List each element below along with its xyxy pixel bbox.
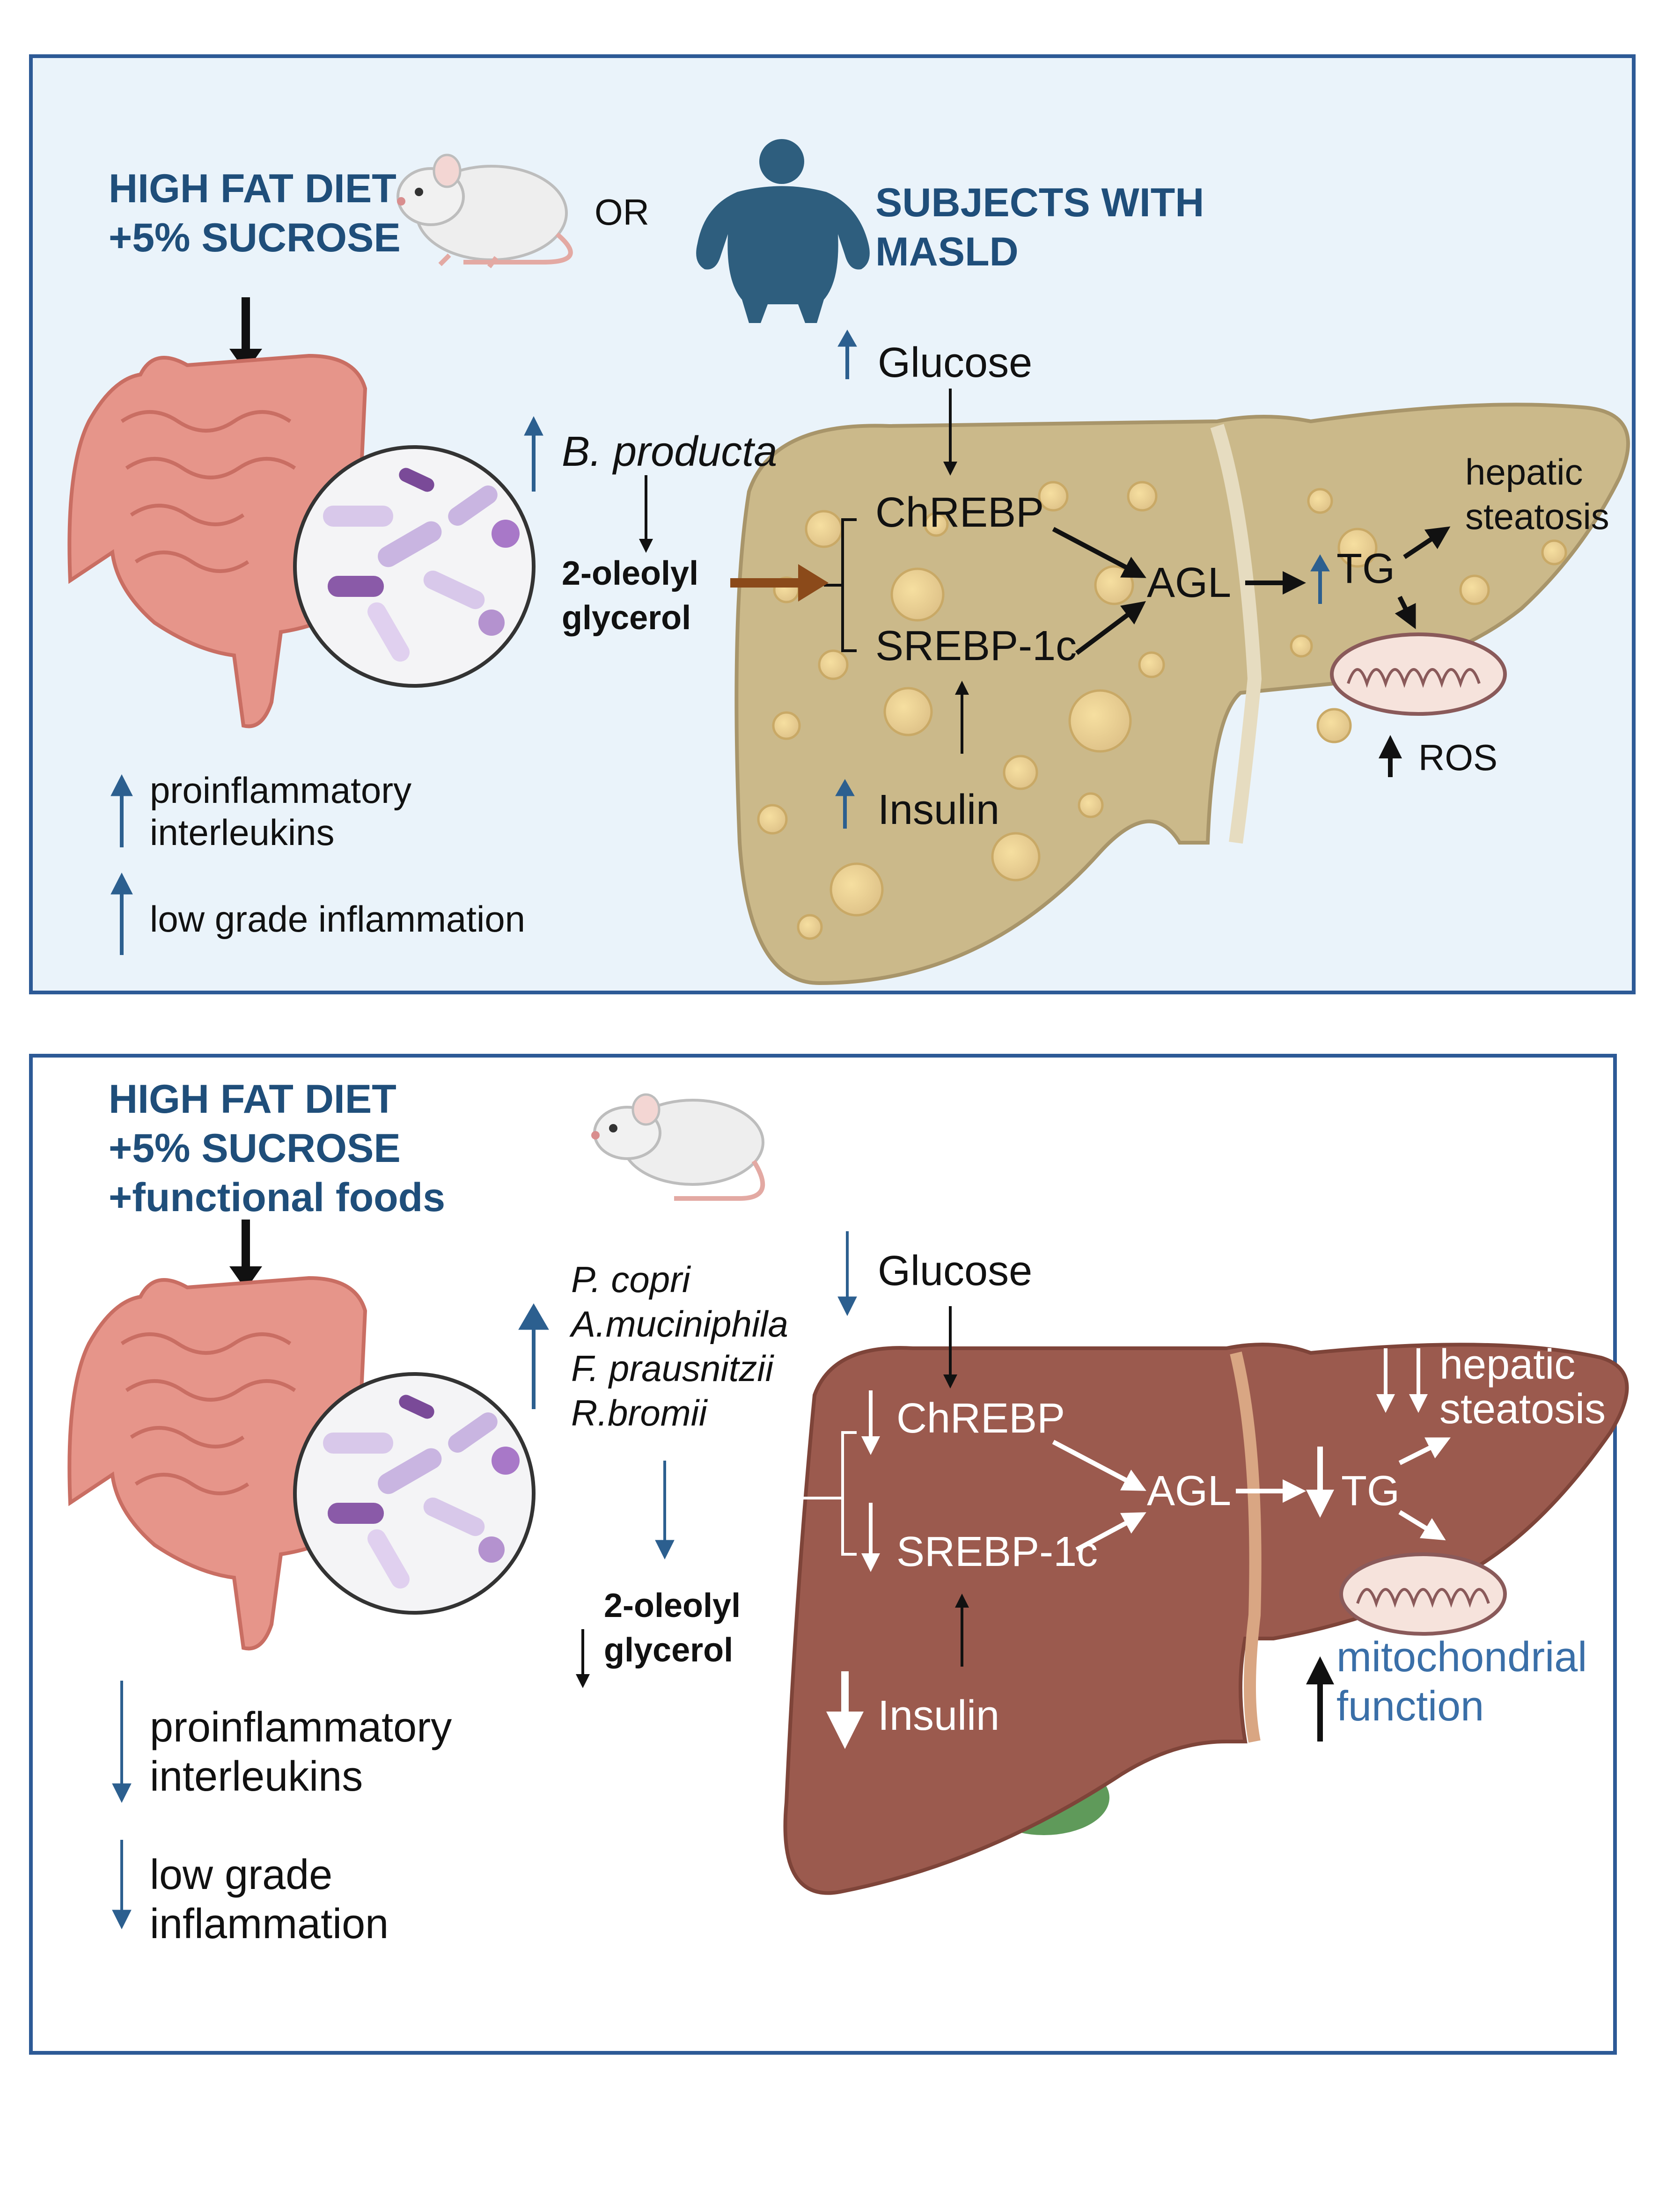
top-glucose-label: Glucose — [878, 339, 1033, 386]
healthy-liver — [783, 1343, 1629, 1895]
top-diet-title-line1: HIGH FAT DIET — [109, 166, 396, 211]
bottom-bacteria-1: P. copri — [571, 1259, 690, 1300]
bottom-bacteria-2: A.muciniphila — [571, 1303, 788, 1345]
bottom-diet-title-line3: +functional foods — [109, 1175, 446, 1220]
bottom-pathway-arrows — [576, 1306, 1451, 1749]
top-agl-label: AGL — [1147, 559, 1232, 606]
mitochondrion-bottom — [1339, 1552, 1507, 1636]
bottom-diet-title-line1: HIGH FAT DIET — [109, 1077, 396, 1122]
bottom-srebp-label: SREBP-1c — [896, 1529, 1098, 1575]
top-ros-label: ROS — [1418, 737, 1498, 778]
rat-illustration-bottom — [591, 1093, 765, 1201]
microbiota-zoom — [293, 445, 536, 688]
top-insulin-label: Insulin — [878, 786, 1000, 833]
top-hepatic-line2: steatosis — [1465, 496, 1609, 537]
person-icon — [696, 139, 870, 323]
top-oleoyl-line1: 2-oleolyl — [562, 555, 699, 592]
subjects-title-line2: MASLD — [875, 229, 1019, 274]
top-up-arrows — [110, 329, 1330, 955]
bottom-proinflammatory-line1: proinflammatory — [150, 1704, 452, 1751]
rat-illustration — [396, 154, 573, 268]
top-bacteria-label: B. producta — [562, 428, 778, 475]
bottom-chrebp-label: ChREBP — [896, 1395, 1065, 1442]
microbiota-zoom-bottom — [293, 1372, 536, 1615]
bottom-diet-title-line2: +5% SUCROSE — [109, 1126, 401, 1171]
top-oleoyl-line2: glycerol — [562, 599, 691, 637]
top-srebp-label: SREBP-1c — [875, 623, 1077, 669]
bottom-oleoyl-line1: 2-oleolyl — [604, 1587, 741, 1624]
mitochondrion-top — [1330, 632, 1507, 716]
top-diet-title-line2: +5% SUCROSE — [109, 215, 401, 260]
bottom-glucose-label: Glucose — [878, 1248, 1033, 1294]
bottom-bacteria-4: R.bromii — [571, 1392, 707, 1433]
top-chrebp-label: ChREBP — [875, 489, 1044, 536]
intestine-illustration — [67, 353, 367, 728]
or-label: OR — [595, 191, 649, 233]
bottom-tg-label: TG — [1341, 1468, 1400, 1514]
top-proinflammatory-line1: proinflammatory — [150, 770, 412, 811]
brown-arrow — [730, 564, 829, 602]
bottom-mito-line2: function — [1336, 1683, 1484, 1730]
top-pathway-arrows — [639, 389, 1451, 777]
top-proinflammatory-line2: interleukins — [150, 812, 335, 853]
bottom-oleoyl-line2: glycerol — [604, 1631, 734, 1669]
bottom-hepatic-line2: steatosis — [1439, 1386, 1606, 1433]
bottom-insulin-label: Insulin — [878, 1692, 1000, 1739]
diet-down-arrow-bottom — [229, 1220, 262, 1290]
bottom-bacteria-3: F. prausnitzii — [571, 1348, 774, 1389]
bottom-down-arrows — [112, 1231, 857, 1930]
bottom-agl-label: AGL — [1147, 1468, 1232, 1514]
top-tg-label: TG — [1336, 545, 1395, 592]
intestine-illustration-bottom — [67, 1276, 367, 1651]
top-hepatic-line1: hepatic — [1465, 451, 1583, 492]
bottom-mito-line1: mitochondrial — [1336, 1634, 1587, 1681]
bottom-low-grade-line1: low grade — [150, 1852, 333, 1898]
top-low-grade-label: low grade inflammation — [150, 898, 526, 940]
subjects-title-line1: SUBJECTS WITH — [875, 180, 1204, 225]
bottom-low-grade-line2: inflammation — [150, 1901, 389, 1947]
bottom-hepatic-line1: hepatic — [1439, 1341, 1576, 1388]
bottom-proinflammatory-line2: interleukins — [150, 1753, 363, 1800]
